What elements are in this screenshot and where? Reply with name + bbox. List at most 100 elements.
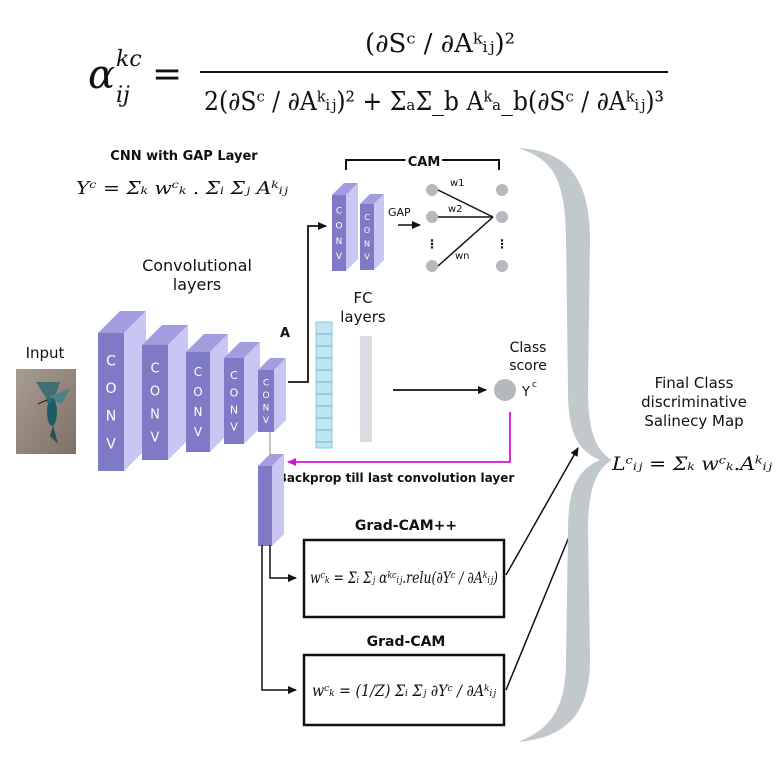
a-to-cam-arrow — [288, 222, 327, 383]
gap-node — [426, 211, 438, 223]
gap-ellipsis: ⋮ — [426, 237, 438, 251]
conv-letter: C — [230, 369, 238, 382]
conv-letter: N — [263, 403, 270, 413]
grad-block-side — [272, 454, 284, 546]
cnn-gap-formula: Yᶜ = Σₖ wᶜₖ . Σᵢ Σⱼ Aᵏᵢⱼ — [76, 178, 288, 199]
gradcampp-to-final-arrow — [505, 447, 579, 576]
fc-label-1: FC — [353, 289, 372, 307]
conv-letter: V — [194, 425, 203, 439]
conv-letter: V — [263, 416, 270, 426]
conv-block-3-front — [186, 352, 210, 452]
conv-letter: O — [193, 385, 202, 399]
gradient-block — [258, 454, 284, 546]
conv-letter: C — [336, 206, 342, 216]
weight-wn: wn — [455, 251, 470, 262]
conv-block-5-top — [258, 358, 286, 370]
backprop-arrow — [287, 412, 511, 466]
cnn-gap-title: CNN with GAP Layer — [110, 149, 258, 164]
cam-output-node — [496, 184, 508, 196]
fc-layers: FC layers — [315, 289, 386, 449]
gradcam-formula: wᶜₖ = (1/Z) Σᵢ Σⱼ ∂Yᶜ / ∂Aᵏᵢⱼ — [312, 681, 497, 700]
conv-block-3-side — [210, 334, 228, 452]
gradcampp-title: Grad-CAM++ — [355, 518, 457, 534]
conv-block-5-side — [274, 358, 286, 432]
conv-letter: O — [230, 386, 239, 399]
conv-letter: O — [105, 381, 116, 397]
top-formula-denominator: 2(∂Sᶜ / ∂Aᵏᵢⱼ)² + ΣₐΣ_b Aᵏₐ_b(∂Sᶜ / ∂Aᵏᵢ… — [204, 87, 664, 117]
conv-block-2-front — [142, 345, 168, 460]
cam-conv-block-2-top — [360, 194, 384, 204]
conv-letter: N — [230, 403, 238, 416]
conv-letter: N — [150, 408, 160, 423]
conv-block-4-top — [224, 342, 260, 358]
alpha-subscript: ij — [116, 83, 130, 108]
fc-layer-2 — [360, 336, 372, 442]
conv-letter: C — [364, 213, 370, 222]
brace — [518, 148, 612, 742]
final-map-label-2: discriminative — [641, 393, 747, 411]
final-map-label-1: Final Class — [655, 374, 734, 392]
gradcam-section: Grad-CAM wᶜₖ = (1/Z) Σᵢ Σⱼ ∂Yᶜ / ∂Aᵏᵢⱼ — [302, 634, 506, 727]
conv-letter: N — [106, 409, 116, 425]
a-label: A — [280, 326, 290, 341]
cam-output-node — [496, 260, 508, 272]
grad-block-top — [258, 454, 284, 466]
conv-letter: C — [150, 362, 159, 377]
conv-block-1-top — [98, 311, 146, 333]
class-score: Class score Y c — [494, 340, 547, 401]
conv-letter: O — [335, 222, 342, 232]
alpha-symbol: α — [88, 52, 115, 98]
conv-letter: V — [106, 436, 116, 452]
final-map: Final Class discriminative Salinecy Map … — [611, 374, 772, 475]
conv-block-3-top — [186, 334, 228, 352]
cnn-gap-section: CNN with GAP Layer Yᶜ = Σₖ wᶜₖ . Σᵢ Σⱼ A… — [76, 149, 288, 199]
conv-block-5-front — [258, 370, 274, 432]
conv-letter: O — [150, 385, 160, 400]
conv-block-4-side — [244, 342, 260, 444]
cam-conv-block-1-side — [346, 183, 358, 271]
conv-letter: N — [364, 239, 370, 248]
backprop-label: Backprop till last convolution layer — [278, 471, 515, 485]
gradcam-title: Grad-CAM — [367, 634, 446, 650]
conv-block-1-side — [124, 311, 146, 471]
class-score-node — [494, 379, 516, 401]
gradcampp-formula-box — [302, 538, 506, 619]
weight-w1: w1 — [450, 178, 465, 189]
equals-sign: = — [152, 54, 182, 95]
cam-conv-block-2-side — [374, 194, 384, 270]
top-formula: α kc ij = (∂Sᶜ / ∂Aᵏᵢⱼ)² 2(∂Sᶜ / ∂Aᵏᵢⱼ)²… — [88, 29, 668, 117]
conv-letter: C — [106, 354, 116, 370]
conv-letter: V — [364, 253, 370, 262]
conv-letter: N — [194, 405, 203, 419]
input-label: Input — [26, 344, 65, 362]
weight-w2: w2 — [448, 204, 463, 215]
cam-bracket — [345, 159, 500, 170]
fc-layer-1-stripes — [316, 333, 332, 443]
gradcampp-formula: wᶜₖ = Σᵢ Σⱼ αᵏᶜᵢⱼ.relu(∂Yᶜ / ∂Aᵏᵢⱼ) — [310, 568, 498, 587]
cam-conv-block-1-top — [332, 183, 358, 195]
cam-conv-block-2-front — [360, 204, 374, 270]
conv-block-2-top — [142, 325, 188, 345]
conv-block-4-front — [224, 358, 244, 444]
weight-line-wn — [437, 216, 494, 267]
conv-letter: V — [336, 252, 343, 262]
conv-layers-label-1: Convolutional — [142, 256, 252, 275]
weight-line-w1 — [437, 189, 494, 218]
cam-title: CAM — [408, 155, 441, 170]
conv-letter: O — [364, 226, 370, 235]
bird-body — [47, 398, 57, 426]
conv-layers-label-2: layers — [173, 275, 221, 294]
gap-node — [426, 260, 438, 272]
gradcam-formula-box — [302, 653, 506, 727]
fc-layer-1 — [315, 321, 333, 449]
conv-letter: V — [230, 421, 238, 434]
conv-letter: C — [194, 365, 202, 379]
class-score-y-sup: c — [532, 380, 537, 390]
